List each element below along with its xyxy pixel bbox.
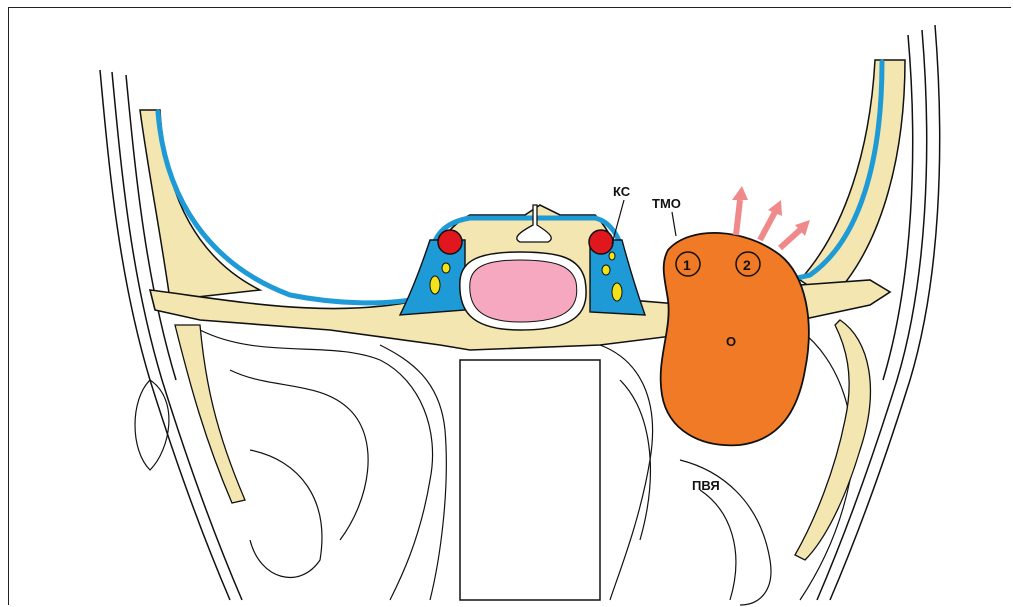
- marker-2-label: 2: [743, 257, 751, 273]
- label-tmo: ТМО: [652, 196, 681, 211]
- label-tumor: О: [726, 334, 736, 349]
- label-pvya: ПВЯ: [692, 478, 720, 493]
- left-carotid-artery: [438, 230, 462, 254]
- right-carotid-artery: [589, 230, 613, 254]
- pituitary-gland: [470, 260, 577, 322]
- label-ks: КС: [613, 184, 631, 199]
- sphenoid-cavity: [460, 360, 600, 600]
- right-skull-bone: [800, 60, 905, 300]
- left-lateral-wall: [175, 325, 245, 503]
- marker-1-label: 1: [683, 257, 691, 273]
